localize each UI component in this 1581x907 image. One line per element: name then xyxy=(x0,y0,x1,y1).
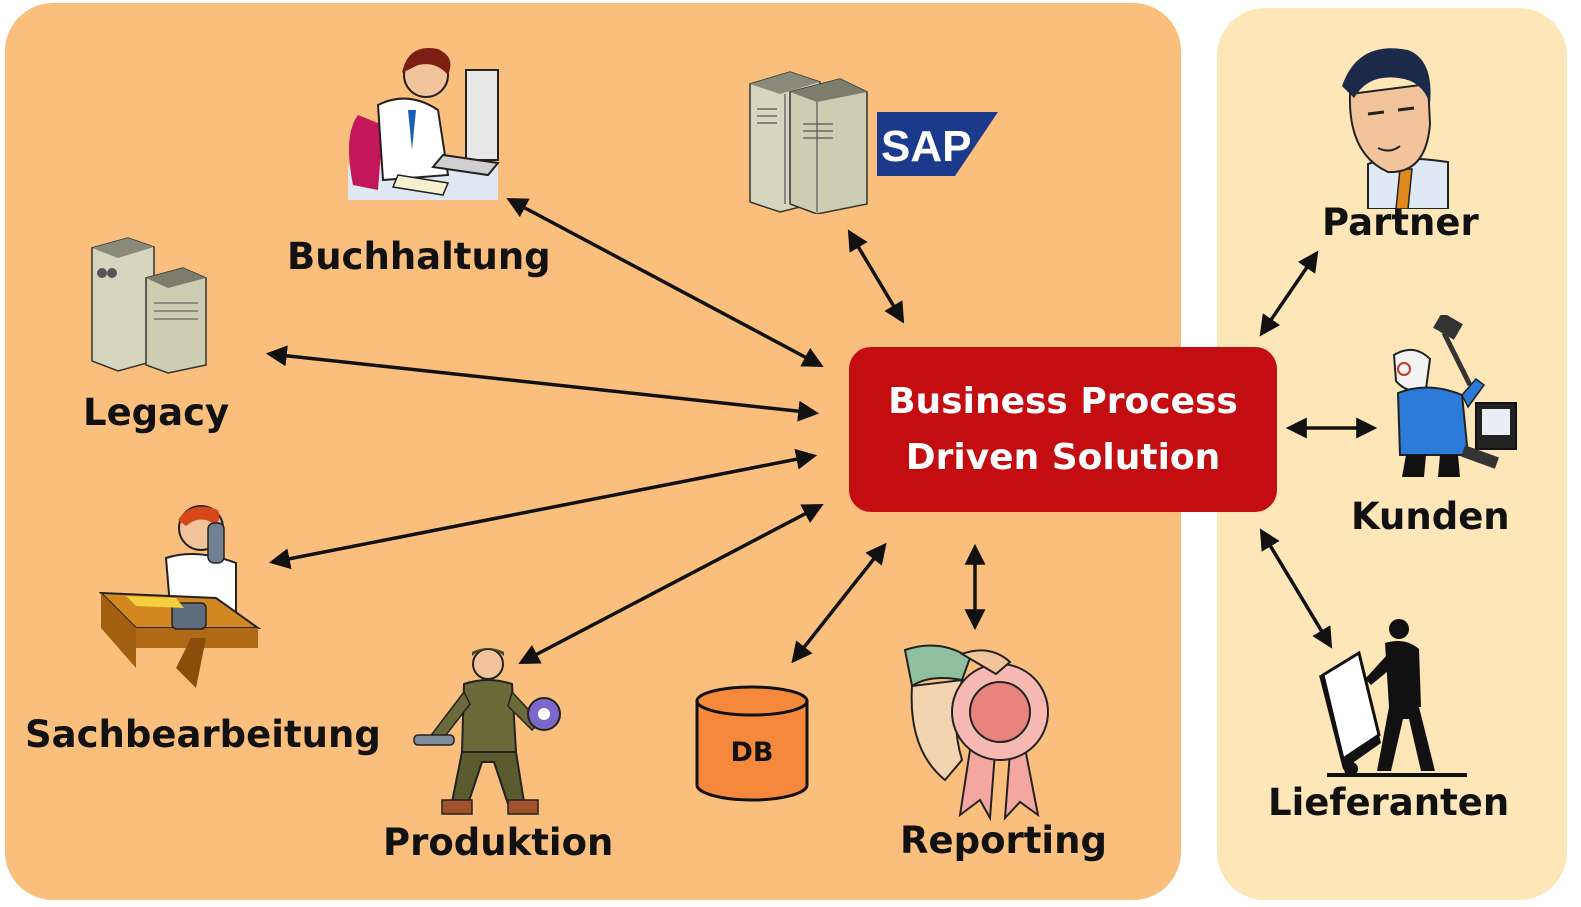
central-line-2: Driven Solution xyxy=(905,436,1221,478)
central-line-1: Business Process xyxy=(888,380,1238,422)
customer-icon xyxy=(1392,315,1517,477)
award-icon xyxy=(903,644,1049,822)
worker-icon xyxy=(413,648,561,815)
clerk-phone-icon xyxy=(98,505,261,688)
sap-logo-text: SAP xyxy=(881,122,971,171)
label-reporting: Reporting xyxy=(900,819,1107,862)
legacy-server-icon xyxy=(91,237,207,374)
label-lieferanten: Lieferanten xyxy=(1268,781,1510,824)
label-partner: Partner xyxy=(1322,201,1479,244)
label-legacy: Legacy xyxy=(83,391,230,434)
partner-icon xyxy=(1342,48,1449,209)
label-kunden: Kunden xyxy=(1351,495,1510,538)
label-sachbearbeitung: Sachbearbeitung xyxy=(25,713,381,756)
label-produktion: Produktion xyxy=(383,821,614,864)
database-icon: DB xyxy=(695,685,809,802)
sap-server-icon: SAP xyxy=(749,71,998,214)
supplier-icon xyxy=(1319,619,1467,777)
accountant-icon xyxy=(348,48,500,200)
db-label: DB xyxy=(731,737,774,768)
central-solution-box: Business Process Driven Solution xyxy=(849,347,1277,512)
label-buchhaltung: Buchhaltung xyxy=(287,235,551,278)
